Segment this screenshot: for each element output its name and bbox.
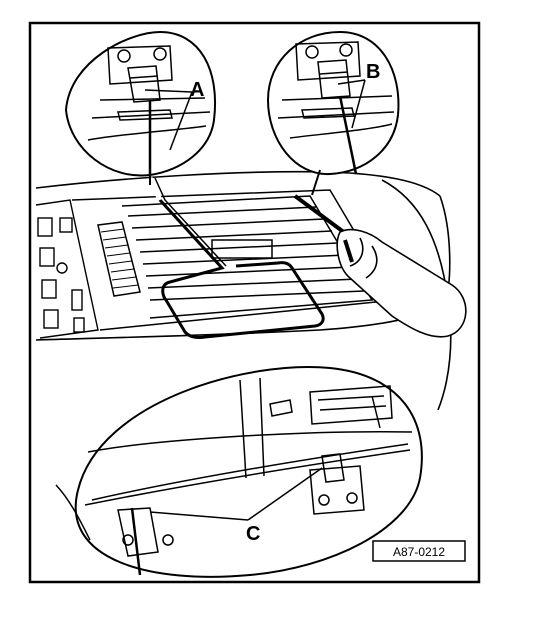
speaker-grille bbox=[97, 221, 141, 297]
inset-detail-a bbox=[64, 30, 216, 185]
leader-line-a bbox=[144, 89, 193, 93]
reference-code: A87-0212 bbox=[393, 545, 445, 559]
callout-c: C bbox=[246, 523, 260, 545]
leader-line-b bbox=[337, 79, 366, 85]
leader-line-c2 bbox=[247, 467, 323, 521]
left-control-panel bbox=[35, 199, 99, 339]
leader-line-b2 bbox=[351, 79, 366, 129]
screwdriver bbox=[293, 194, 467, 338]
center-air-vent bbox=[71, 189, 397, 331]
removal-tool-wire bbox=[147, 176, 325, 339]
callout-a: A bbox=[190, 79, 204, 101]
leader-line-a2 bbox=[169, 91, 193, 151]
inset-detail-c bbox=[55, 366, 423, 578]
figure-frame bbox=[28, 21, 481, 584]
reference-code-box bbox=[372, 540, 466, 562]
callout-b: B bbox=[366, 61, 380, 83]
inset-detail-b bbox=[266, 30, 400, 196]
leader-line-c bbox=[149, 511, 249, 521]
